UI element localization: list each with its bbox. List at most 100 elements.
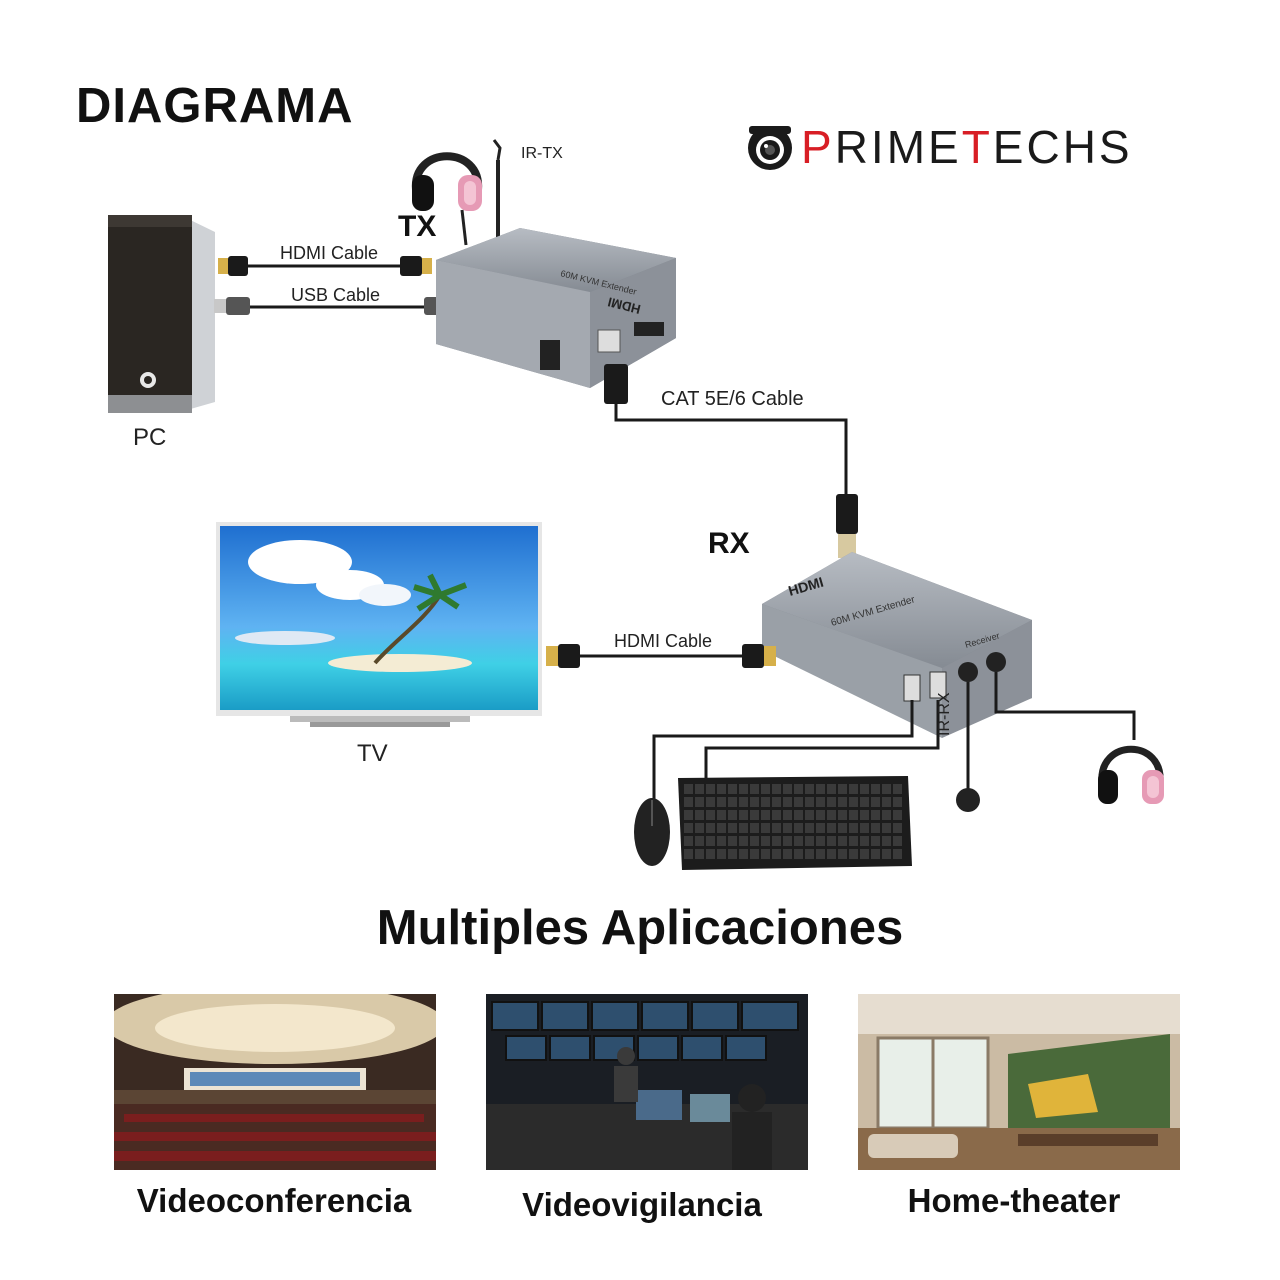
keyboard-key <box>794 849 803 859</box>
pc-tower-icon <box>108 215 215 413</box>
keyboard-key <box>882 823 891 833</box>
keyboard-key <box>882 784 891 794</box>
keyboard-key <box>794 810 803 820</box>
page-title: DIAGRAMA <box>76 79 354 133</box>
usb-cable-label: USB Cable <box>291 285 381 305</box>
keyboard-key <box>750 797 759 807</box>
keyboard-key <box>761 836 770 846</box>
keyboard-key <box>827 810 836 820</box>
keyboard-key <box>893 784 902 794</box>
keyboard-key <box>717 784 726 794</box>
rx-extender-device: HDMI 60M KVM Extender Receiver <box>762 552 1032 738</box>
keyboard-key <box>728 836 737 846</box>
keyboard-key <box>794 784 803 794</box>
keyboard-key <box>794 836 803 846</box>
keyboard-key <box>717 823 726 833</box>
keyboard-key <box>750 836 759 846</box>
keyboard-key <box>871 836 880 846</box>
tv-label: TV <box>357 740 388 767</box>
keyboard-key <box>706 836 715 846</box>
keyboard-key <box>750 810 759 820</box>
keyboard-key <box>728 849 737 859</box>
app-label-videovigilancia: Videovigilancia <box>522 1186 762 1223</box>
connection-diagram: 60M KVM Extender HDMI HDMI 60M KVM Exten… <box>108 139 1164 870</box>
keyboard-key <box>706 797 715 807</box>
keyboard-key <box>739 849 748 859</box>
keyboard-key <box>838 836 847 846</box>
keyboard-key <box>695 797 704 807</box>
keyboard-key <box>783 784 792 794</box>
keyboard-key <box>684 849 693 859</box>
keyboard-key <box>695 836 704 846</box>
keyboard-key <box>871 784 880 794</box>
keyboard-key <box>695 849 704 859</box>
keyboard-key <box>695 810 704 820</box>
keyboard-key <box>838 797 847 807</box>
keyboard-key <box>684 836 693 846</box>
hdmi-cable-rx <box>546 644 776 668</box>
keyboard-key <box>761 784 770 794</box>
keyboard-key <box>783 823 792 833</box>
keyboard-key <box>860 797 869 807</box>
brand-logo: PRIMETECHS <box>745 118 1190 182</box>
surveillance-photo <box>486 994 808 1170</box>
keyboard-key <box>882 810 891 820</box>
keyboard-key <box>728 797 737 807</box>
keyboard-key <box>772 797 781 807</box>
keyboard-icon <box>678 776 912 870</box>
keyboard-key <box>893 810 902 820</box>
keyboard-key <box>860 836 869 846</box>
keyboard-key <box>772 836 781 846</box>
pc-label: PC <box>133 424 167 451</box>
keyboard-key <box>728 784 737 794</box>
cat-cable <box>604 364 858 558</box>
keyboard-key <box>816 823 825 833</box>
keyboard-key <box>849 849 858 859</box>
keyboard-key <box>739 810 748 820</box>
keyboard-key <box>816 784 825 794</box>
keyboard-key <box>893 797 902 807</box>
keyboard-key <box>761 849 770 859</box>
rx-label: RX <box>708 527 750 560</box>
keyboard-key <box>717 849 726 859</box>
keyboard-key <box>794 823 803 833</box>
keyboard-key <box>695 784 704 794</box>
hdmi-cable-rx-label: HDMI Cable <box>614 631 713 651</box>
keyboard-key <box>849 797 858 807</box>
keyboard-key <box>706 823 715 833</box>
keyboard-key <box>750 784 759 794</box>
keyboard-key <box>783 849 792 859</box>
tx-label: TX <box>398 210 437 243</box>
keyboard-key <box>838 784 847 794</box>
keyboard-key <box>717 810 726 820</box>
keyboard-key <box>893 823 902 833</box>
ir-rx-sensor <box>956 788 980 812</box>
keyboard-key <box>816 836 825 846</box>
headphones-icon <box>1098 745 1164 804</box>
ir-tx-label: IR-TX <box>521 145 563 162</box>
hdmi-cable-tx <box>218 256 432 276</box>
keyboard-key <box>882 836 891 846</box>
keyboard-key <box>750 849 759 859</box>
keyboard-key <box>816 797 825 807</box>
keyboard-key <box>849 784 858 794</box>
keyboard-key <box>805 823 814 833</box>
keyboard-key <box>827 784 836 794</box>
brand-name: PRIMETECHS <box>801 121 1133 173</box>
keyboard-key <box>684 823 693 833</box>
keyboard-key <box>871 810 880 820</box>
keyboard-key <box>827 797 836 807</box>
keyboard-key <box>838 823 847 833</box>
keyboard-key <box>805 784 814 794</box>
keyboard-key <box>684 810 693 820</box>
keyboard-key <box>849 810 858 820</box>
keyboard-key <box>893 849 902 859</box>
keyboard-key <box>739 784 748 794</box>
keyboard-key <box>772 810 781 820</box>
keyboard-key <box>827 849 836 859</box>
keyboard-key <box>728 810 737 820</box>
keyboard-key <box>794 797 803 807</box>
keyboard-key <box>739 836 748 846</box>
keyboard-key <box>706 849 715 859</box>
keyboard-key <box>871 823 880 833</box>
